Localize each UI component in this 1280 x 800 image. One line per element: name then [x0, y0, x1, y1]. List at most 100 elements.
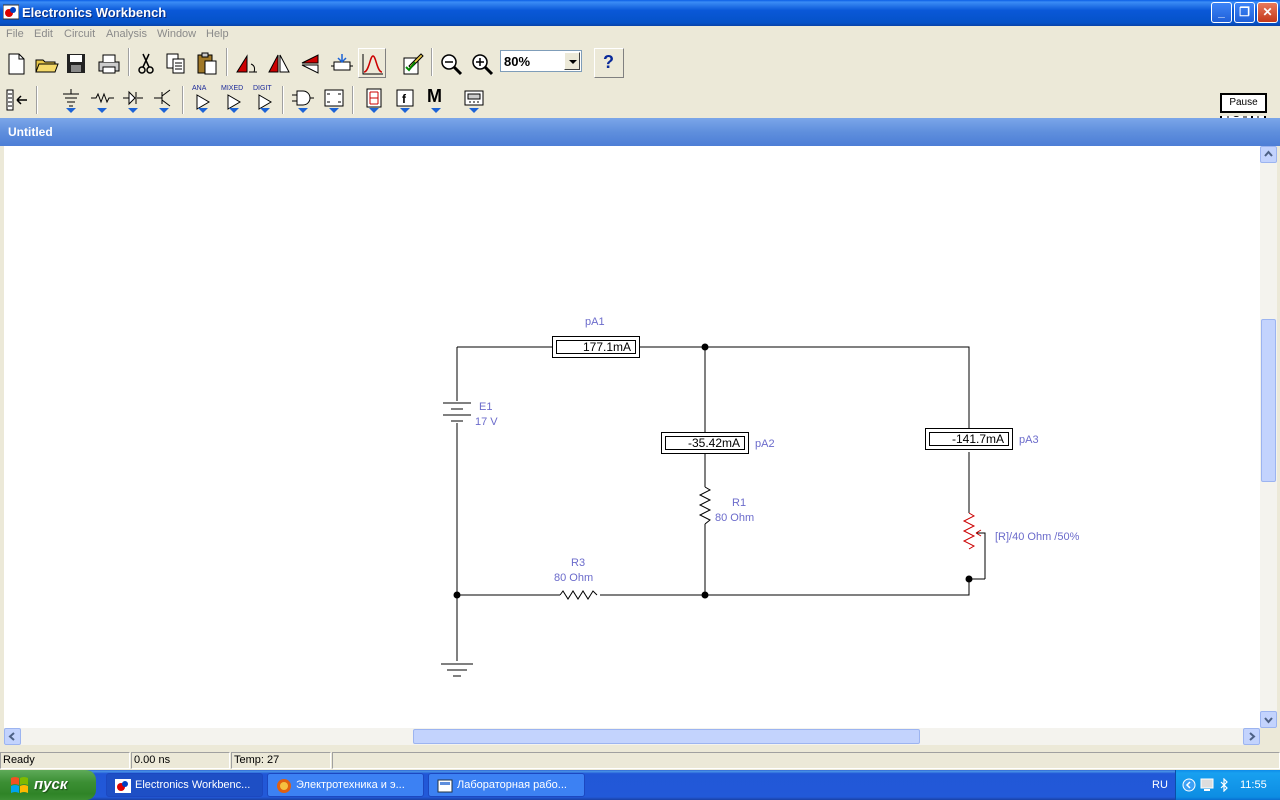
start-label: пуск: [34, 776, 68, 793]
logic-gates-bin-button[interactable]: [288, 84, 316, 114]
menu-window[interactable]: Window: [157, 28, 197, 40]
bin-arrow-icon: [400, 108, 410, 113]
help-button[interactable]: ?: [594, 48, 624, 78]
printer-icon: [98, 54, 120, 74]
parts-bin-toggle-button[interactable]: [2, 84, 30, 114]
mixed-ics-bin-button[interactable]: MIXED: [219, 84, 247, 114]
maximize-button[interactable]: ❐: [1234, 2, 1255, 23]
scroll-right-button[interactable]: [1243, 728, 1260, 745]
minimize-button[interactable]: _: [1211, 2, 1232, 23]
rotate-button[interactable]: [232, 48, 260, 78]
ammeter-pa2-label: pA2: [755, 438, 775, 450]
task-lab-work[interactable]: Лабораторная рабо...: [428, 773, 585, 797]
instruments-bin-button[interactable]: [459, 84, 487, 114]
basic-bin-button[interactable]: [87, 84, 115, 114]
menu-edit[interactable]: Edit: [34, 28, 53, 40]
resistor-r1-name: R1: [732, 497, 747, 509]
status-time: 0.00 ns: [131, 752, 230, 769]
language-indicator[interactable]: RU: [1152, 779, 1168, 791]
junction-dot: [965, 575, 973, 583]
opamp-icon: [196, 94, 210, 110]
scroll-left-button[interactable]: [4, 728, 21, 745]
resistor-r1: [698, 486, 712, 525]
digital-ics-bin-button[interactable]: DIGIT: [250, 84, 278, 114]
scroll-down-button[interactable]: [1260, 711, 1277, 728]
component-properties-button[interactable]: [398, 48, 426, 78]
bin-arrow-icon: [159, 108, 169, 113]
circuit-canvas[interactable]: pA1 pA2 pA3 E1 17 V R1 80 Ohm R3 80 Ohm …: [4, 146, 1260, 728]
resistor-r1-value: 80 Ohm: [715, 512, 755, 524]
flip-vertical-button[interactable]: [295, 48, 323, 78]
main-toolbar: 80% ? O: [0, 44, 1280, 124]
save-button[interactable]: [62, 48, 90, 78]
ammeter-pa1[interactable]: 177.1mA: [552, 336, 640, 358]
flipflop-icon: [324, 89, 344, 107]
graph-button[interactable]: [358, 48, 386, 78]
zoom-in-button[interactable]: [467, 48, 495, 78]
bluetooth-icon[interactable]: [1219, 778, 1229, 792]
menu-bar: File Edit Circuit Analysis Window Help: [0, 26, 1280, 44]
document-title: Untitled: [8, 125, 53, 139]
resistor-r3: [559, 590, 598, 600]
open-button[interactable]: [32, 48, 60, 78]
source-e1-name: E1: [479, 401, 493, 413]
clock: 11:55: [1240, 779, 1267, 791]
potentiometer: [962, 512, 986, 580]
sources-bin-button[interactable]: [56, 84, 84, 114]
cut-button[interactable]: [132, 48, 160, 78]
task-label: Лабораторная рабо...: [457, 779, 567, 791]
menu-file[interactable]: File: [6, 28, 24, 40]
logic-gate-icon: [292, 90, 314, 106]
source-e1-value: 17 V: [475, 416, 498, 428]
zoom-out-button[interactable]: [436, 48, 464, 78]
document-titlebar: Untitled: [0, 118, 1280, 146]
status-temp: Temp: 27: [231, 752, 331, 769]
close-button[interactable]: ✕: [1257, 2, 1278, 23]
save-disk-icon: [67, 54, 85, 73]
chevron-down-icon[interactable]: [564, 52, 580, 70]
controls-bin-button[interactable]: f: [390, 84, 418, 114]
task-electrotechnics[interactable]: Электротехника и э...: [267, 773, 424, 797]
zoom-select[interactable]: 80%: [500, 50, 582, 72]
junction-dot: [701, 343, 709, 351]
task-label: Electronics Workbenc...: [135, 779, 251, 791]
scissors-icon: [138, 53, 154, 74]
new-file-icon: [8, 53, 25, 75]
menu-circuit[interactable]: Circuit: [64, 28, 96, 40]
ground-symbol: [441, 663, 473, 677]
digital-bin-button[interactable]: [319, 84, 347, 114]
misc-bin-button[interactable]: M: [421, 84, 449, 114]
start-button[interactable]: пуск: [0, 770, 96, 800]
ammeter-pa3[interactable]: -141.7mA: [925, 428, 1013, 450]
task-electronics-workbench[interactable]: Electronics Workbenc...: [106, 773, 263, 797]
vertical-scrollbar[interactable]: [1260, 146, 1277, 728]
task-label: Электротехника и э...: [296, 779, 405, 791]
misc-bin-label: M: [427, 86, 442, 106]
flip-horizontal-button[interactable]: [264, 48, 292, 78]
tray-expand-icon[interactable]: [1182, 778, 1196, 792]
vertical-scroll-thumb[interactable]: [1261, 319, 1276, 482]
ammeter-pa3-reading: -141.7mA: [929, 432, 1009, 446]
transistors-bin-button[interactable]: [149, 84, 177, 114]
junction-dot: [453, 591, 461, 599]
print-button[interactable]: [94, 48, 122, 78]
scroll-up-button[interactable]: [1260, 146, 1277, 163]
menu-help[interactable]: Help: [206, 28, 229, 40]
horizontal-scrollbar[interactable]: [4, 728, 1260, 745]
network-icon[interactable]: [1200, 778, 1216, 792]
new-button[interactable]: [2, 48, 30, 78]
flip-vertical-icon: [301, 54, 319, 74]
indicators-bin-button[interactable]: [359, 84, 387, 114]
paste-button[interactable]: [193, 48, 221, 78]
pause-button[interactable]: Pause: [1220, 93, 1267, 113]
ammeter-pa2[interactable]: -35.42mA: [661, 432, 749, 454]
horizontal-scroll-thumb[interactable]: [413, 729, 920, 744]
analog-ics-bin-button[interactable]: ANA: [188, 84, 216, 114]
copy-button[interactable]: [162, 48, 190, 78]
subcircuit-button[interactable]: [327, 48, 355, 78]
mixed-ic-icon: [227, 94, 241, 110]
subcircuit-icon: [331, 54, 353, 71]
menu-analysis[interactable]: Analysis: [106, 28, 147, 40]
diodes-bin-button[interactable]: [118, 84, 146, 114]
taskbar: пуск Electronics Workbenc... Электротехн…: [0, 770, 1280, 800]
